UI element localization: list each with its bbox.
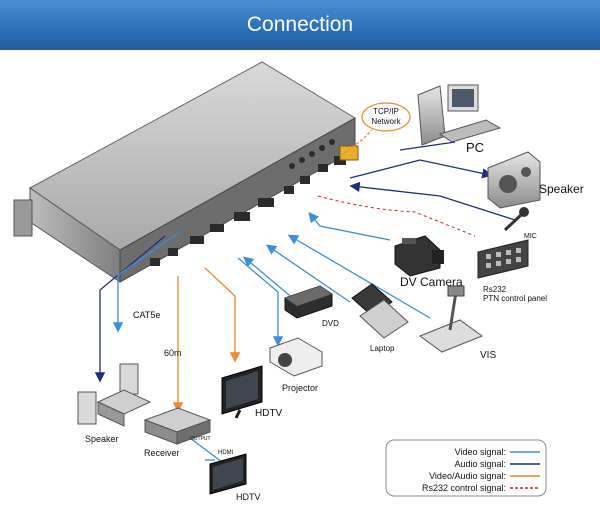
audio-line-speaker-left (94, 235, 166, 383)
projector-icon (269, 337, 323, 377)
speaker-left-icon (77, 363, 152, 427)
receiver-icon (143, 407, 212, 445)
speaker-right-label: Speaker (539, 182, 584, 196)
audio-line-speaker (349, 159, 493, 179)
av-line-hdtv (204, 267, 241, 363)
distance-label: 60m (164, 348, 182, 358)
network-label-line2: Network (371, 117, 401, 126)
video-line-camera (308, 212, 391, 241)
pc-label: PC (466, 140, 484, 155)
legend-label-1: Audio signal: (454, 459, 506, 469)
laptop-label: Laptop (370, 344, 395, 353)
dvd-label: DVD (322, 319, 339, 328)
rs232-panel-label-line2: PTN control panel (483, 294, 547, 303)
mic-label: MIC (524, 233, 537, 240)
projector-label: Projector (282, 383, 318, 393)
vis-label: VIS (480, 350, 496, 361)
hdtv-remote-label: HDTV (236, 492, 261, 502)
cat5e-label: CAT5e (133, 310, 160, 320)
video-line-projector (237, 257, 284, 347)
hdtv-main-label: HDTV (255, 408, 283, 419)
video-line-dvd (243, 256, 296, 301)
speaker-right-icon (487, 151, 541, 209)
matrix-switcher (13, 61, 359, 283)
vis-icon (418, 285, 484, 353)
page-title: Connection (246, 13, 354, 36)
video-line-vis (287, 234, 431, 319)
dv-camera-label: DV Camera (400, 275, 463, 289)
legend-label-3: Rs232 control signal: (422, 483, 506, 493)
rs232-panel-icon (477, 239, 529, 279)
dvd-icon (284, 285, 333, 319)
mic-icon (503, 207, 529, 232)
legend-label-0: Video signal: (455, 447, 506, 457)
hdtv-main-icon (221, 365, 263, 419)
header-banner (0, 0, 600, 50)
audio-line-mic (349, 181, 516, 221)
rs232-line (317, 195, 476, 237)
legend-label-2: Video/Audio signal: (429, 471, 506, 481)
dv-camera-icon (394, 235, 444, 277)
network-line (339, 129, 373, 157)
network-label-line1: TCP/IP (373, 107, 399, 116)
speaker-left-label: Speaker (85, 434, 119, 444)
hdmi-cable (189, 437, 223, 463)
video-line-laptop (265, 244, 351, 303)
receiver-output-label: OUTPUT (190, 436, 211, 442)
laptop-icon (351, 283, 409, 339)
rs232-panel-label-line1: Rs232 (483, 285, 507, 294)
audio-line-pc (399, 141, 456, 151)
video-line-speaker-left (112, 231, 181, 333)
hdmi-label: HDMI (218, 450, 234, 456)
hdtv-remote-icon (209, 453, 247, 495)
receiver-label: Receiver (144, 448, 180, 458)
tcp-ip-network-cloud: TCP/IP Network (361, 102, 411, 132)
pc-icon (417, 84, 502, 146)
legend: Video signal: Audio signal: Video/Audio si… (385, 439, 547, 497)
